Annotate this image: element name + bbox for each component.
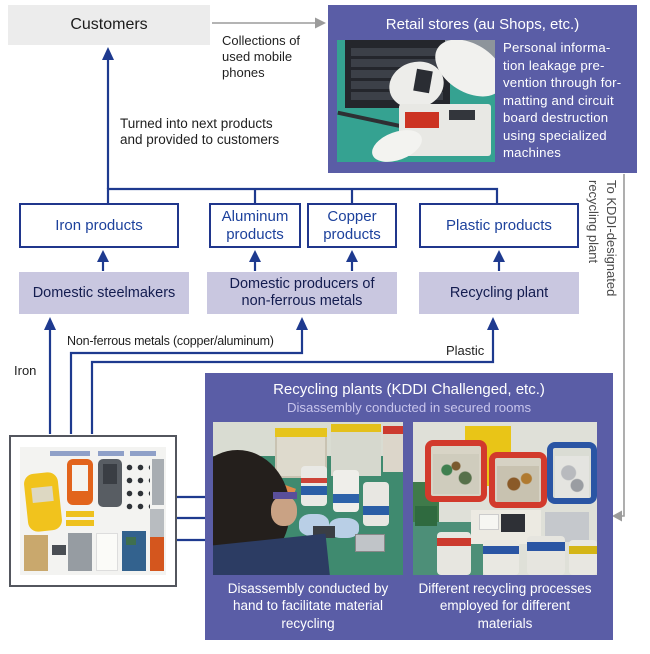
photo-detail — [68, 533, 92, 571]
box-label: Domestic producers of non-ferrous metals — [229, 276, 375, 309]
cup-band — [569, 546, 597, 554]
safety-glasses — [273, 492, 297, 499]
formatting-machine-photo — [337, 40, 495, 162]
turned-into-products-label: Turned into next products and provided t… — [120, 116, 280, 148]
box-label: Aluminum products — [221, 208, 289, 243]
photo-detail — [130, 451, 156, 456]
photo-detail — [24, 535, 48, 571]
cup-band — [483, 546, 519, 554]
customers-box: Customers — [8, 5, 210, 45]
copper-parts — [497, 466, 539, 502]
photo-detail — [98, 451, 124, 456]
open-phone — [355, 534, 385, 552]
recycling-plants-subtitle: Disassembly conducted in secured rooms — [286, 400, 532, 415]
plastic-label: Plastic — [446, 343, 485, 358]
photo-detail — [52, 545, 66, 555]
recycling-plants-panel: Recycling plants (KDDI Challenged, etc.)… — [205, 373, 613, 640]
retail-stores-panel: Retail stores (au Shops, etc.) Personal … — [328, 5, 637, 173]
machine-label — [405, 112, 439, 128]
sorted-materials-photo — [413, 422, 597, 575]
metal-frame — [152, 459, 164, 505]
container-rim — [383, 426, 403, 434]
to-kddi-plant-label: To KDDI-designated recycling plant — [585, 180, 619, 297]
container-rim — [331, 424, 381, 432]
hand-disassembly-photo — [213, 422, 403, 575]
cup-band — [301, 486, 327, 495]
photo-detail — [66, 511, 94, 517]
box-recycling-plant: Recycling plant — [419, 272, 579, 314]
cable — [337, 110, 407, 130]
box-nonferrous-producers: Domestic producers of non-ferrous metals — [207, 272, 397, 314]
box-copper-products: Copper products — [307, 203, 397, 248]
machine-slot — [449, 110, 475, 120]
box-label: Recycling plant — [449, 284, 549, 301]
yellow-phone — [23, 471, 63, 533]
disassembled-phone-photo — [20, 447, 166, 575]
retail-stores-description: Personal informa- tion leakage pre- vent… — [503, 40, 622, 161]
nonferrous-label: Non-ferrous metals (copper/aluminum) — [67, 334, 274, 348]
green-parts — [433, 454, 479, 494]
box-label: Domestic steelmakers — [32, 284, 176, 301]
metal-frame — [150, 509, 164, 539]
iron-label: Iron — [14, 363, 37, 378]
photo-detail — [126, 537, 136, 545]
cup-band — [437, 538, 471, 546]
photo-detail — [501, 514, 525, 532]
box-label: Iron products — [55, 216, 143, 234]
cup-band — [301, 478, 327, 483]
photo-detail — [50, 451, 90, 456]
phone-screen — [31, 485, 54, 504]
customers-label: Customers — [70, 16, 148, 33]
sorting-cup — [363, 482, 389, 526]
box-domestic-steelmakers: Domestic steelmakers — [19, 272, 189, 314]
sorting-cup — [483, 540, 519, 575]
photo-detail — [72, 465, 88, 491]
photo-detail — [103, 464, 117, 484]
box-label: Copper products — [323, 208, 381, 243]
photo-detail — [479, 514, 499, 530]
sorting-container — [383, 426, 403, 472]
box-plastic-products: Plastic products — [419, 203, 579, 248]
box-label: Plastic products — [446, 216, 552, 234]
container-rim — [275, 428, 327, 437]
photo-detail — [66, 520, 94, 526]
caption-different-processes: Different recycling processes employed f… — [418, 581, 592, 631]
sorting-cup — [333, 470, 359, 512]
box-aluminum-products: Aluminum products — [209, 203, 301, 248]
sorting-container — [331, 424, 381, 476]
collections-label: Collections of used mobile phones — [222, 33, 301, 80]
photo-detail — [96, 533, 118, 571]
caption-hand-disassembly: Disassembly conducted by hand to facilit… — [227, 581, 389, 631]
worker-face — [271, 496, 297, 526]
cup-band — [527, 542, 565, 551]
phone-parts-box — [9, 435, 177, 587]
metal-foil-parts — [555, 456, 589, 498]
box-iron-products: Iron products — [19, 203, 179, 248]
sorting-cup — [569, 540, 597, 575]
cup-band — [333, 494, 359, 503]
keypad-buttons — [124, 461, 150, 511]
circuit-boards — [415, 506, 437, 526]
recycling-plants-title: Recycling plants (KDDI Challenged, etc.) — [273, 381, 545, 398]
cup-band — [363, 506, 389, 515]
latex-glove — [329, 518, 359, 538]
retail-stores-title: Retail stores (au Shops, etc.) — [385, 16, 580, 33]
orange-bracket — [150, 537, 164, 571]
